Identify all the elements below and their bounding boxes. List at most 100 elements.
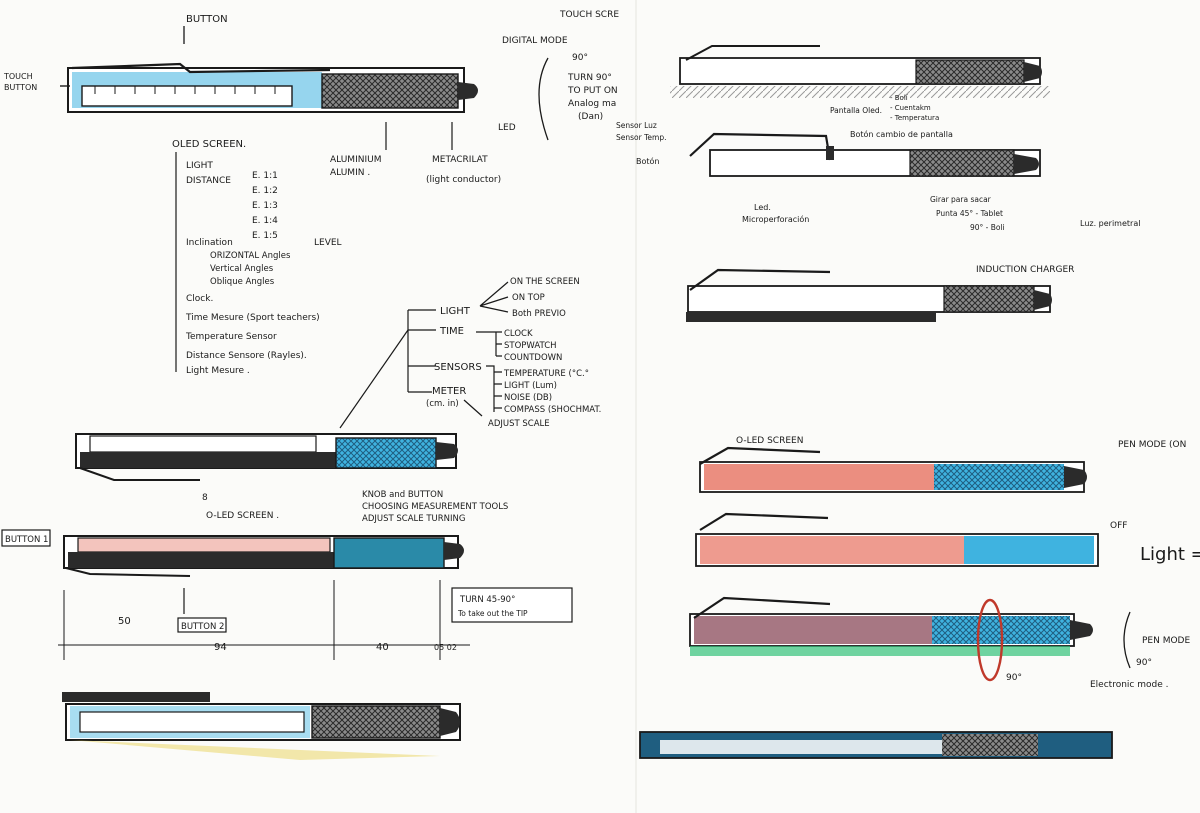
label-boton: Botón	[636, 156, 659, 166]
feature-time-measure: Time Mesure (Sport teachers)	[185, 313, 320, 323]
pen-sketch-3	[58, 535, 470, 660]
label-sensor-luz: Sensor Luz	[616, 121, 657, 130]
pen-sketch-4	[62, 692, 461, 760]
label-pen-mode-2: PEN MODE	[1142, 636, 1190, 646]
feature-level: LEVEL	[314, 238, 342, 248]
label-button-2: BUTTON 2	[181, 622, 224, 632]
label-sensor-temp: Sensor Temp.	[616, 133, 666, 142]
feature-clock: Clock.	[186, 294, 213, 304]
scale-2: E. 1:2	[252, 186, 278, 196]
angle-oblique: Oblique Angles	[210, 277, 275, 287]
tree-meter-units: (cm. in)	[426, 399, 459, 409]
label-induction: INDUCTION CHARGER	[976, 265, 1074, 275]
label-temperatura: - Temperatura	[890, 114, 939, 122]
pen-right-4	[699, 446, 1087, 493]
label-aluminium-2: ALUMIN .	[330, 168, 370, 178]
feature-distance-sensor: Distance Sensore (Rayles).	[186, 351, 307, 361]
feature-distance: DISTANCE	[186, 176, 231, 186]
button-2-box	[177, 617, 227, 633]
dim-50: 50	[118, 616, 131, 627]
scale-5: E. 1:5	[252, 231, 278, 241]
label-microperforacion: Microperforación	[742, 214, 809, 224]
tree-on-screen: ON THE SCREEN	[510, 277, 580, 287]
label-oled: OLED SCREEN.	[172, 139, 246, 150]
label-led: LED	[498, 123, 516, 133]
tree-sensors: SENSORS	[434, 362, 482, 373]
label-angle-90-rot: 90°	[1006, 673, 1022, 683]
dim-8: 8	[202, 493, 208, 503]
label-electronic: Electronic mode .	[1090, 680, 1168, 690]
label-knob: KNOB and BUTTON	[362, 490, 443, 500]
label-luz-perimetral: Luz. perimetral	[1080, 219, 1140, 228]
label-boli: - Bolí	[890, 94, 909, 102]
label-angle-90: 90°	[572, 53, 588, 63]
tree-compass: COMPASS (SHOCHMAT.	[504, 405, 601, 415]
tree-stopwatch: STOPWATCH	[504, 341, 557, 351]
label-aluminium: ALUMINIUM	[330, 155, 381, 165]
label-light-eq: Light =	[1140, 544, 1200, 565]
label-turn-3: Analog ma	[568, 99, 616, 109]
scale-4: E. 1:4	[252, 216, 278, 226]
label-turn-45: TURN 45-90°	[459, 595, 515, 605]
feature-temperature: Temperature Sensor	[185, 332, 277, 342]
label-metacrilat: METACRILAT	[432, 155, 488, 165]
tree-on-top: ON TOP	[512, 293, 545, 303]
label-button: BUTTON	[186, 14, 228, 25]
label-turn-1: TURN 90°	[567, 73, 612, 83]
label-touch-screen: TOUCH SCRE	[559, 10, 619, 20]
dim-94: 94	[214, 642, 227, 653]
label-choosing: CHOOSING MEASUREMENT TOOLS	[362, 502, 508, 512]
label-oled-2: O-LED SCREEN .	[206, 511, 279, 521]
feature-light: LIGHT	[186, 161, 213, 171]
tree-clock: CLOCK	[504, 329, 533, 339]
turn-tip-box	[451, 587, 573, 623]
pen-sketch-2	[75, 433, 458, 481]
scale-3: E. 1:3	[252, 201, 278, 211]
tree-noise: NOISE (DB)	[504, 393, 552, 403]
label-adjust-turning: ADJUST SCALE TURNING	[362, 514, 465, 524]
label-pantalla: Pantalla Oled.	[830, 106, 882, 115]
pen-right-6	[689, 596, 1093, 682]
angle-vertical: Vertical Angles	[210, 264, 274, 274]
label-touch-button: BUTTON	[4, 83, 37, 92]
tree-light-sensor: LIGHT (Lum)	[504, 381, 557, 391]
label-turn-4: (Dan)	[578, 112, 603, 122]
label-cuentakm: - Cuentakm	[890, 104, 931, 112]
tree-adjust: ADJUST SCALE	[488, 419, 550, 429]
label-angle-90-right: 90°	[1136, 658, 1152, 668]
label-pen-mode: PEN MODE (ON	[1118, 440, 1186, 450]
angle-horizontal: ORIZONTAL Angles	[210, 251, 291, 261]
label-girar: Girar para sacar	[930, 195, 992, 204]
label-led-r: Led.	[754, 203, 771, 212]
feature-light-measure: Light Mesure .	[186, 366, 250, 376]
feature-tree-lines	[339, 281, 509, 429]
tree-temperature: TEMPERATURE (°C.°	[503, 369, 589, 379]
label-off: OFF	[1110, 521, 1127, 531]
dim-tip: 05 02	[434, 643, 457, 652]
label-oled-right: O-LED SCREEN	[736, 436, 803, 446]
pen-right-2	[689, 132, 1041, 177]
label-light-conductor: (light conductor)	[426, 175, 501, 185]
pen-right-1	[670, 45, 1050, 98]
tree-meter: METER	[432, 386, 466, 397]
tree-light: LIGHT	[440, 306, 471, 317]
label-digital-mode: DIGITAL MODE	[502, 36, 568, 46]
feature-inclination: Inclination	[186, 238, 233, 248]
pen-right-7	[639, 731, 1113, 759]
tree-time: TIME	[439, 326, 464, 337]
label-boli-90: 90° - Boli	[970, 223, 1005, 232]
button-1-box	[1, 529, 51, 547]
tree-countdown: COUNTDOWN	[504, 353, 562, 363]
pen-right-5	[695, 512, 1099, 567]
label-boton-cambio: Botón cambio de pantalla	[850, 129, 953, 139]
label-tablet: Punta 45° - Tablet	[936, 209, 1003, 218]
dim-40: 40	[376, 642, 389, 653]
tree-both: Both PREVIO	[512, 309, 566, 319]
label-touch: TOUCH	[3, 72, 33, 81]
pen-sketch-1	[60, 62, 478, 113]
pen-right-3	[686, 268, 1052, 322]
label-button-1: BUTTON 1	[5, 535, 48, 545]
scale-1: E. 1:1	[252, 171, 278, 181]
label-turn-2: TO PUT ON	[567, 86, 618, 96]
